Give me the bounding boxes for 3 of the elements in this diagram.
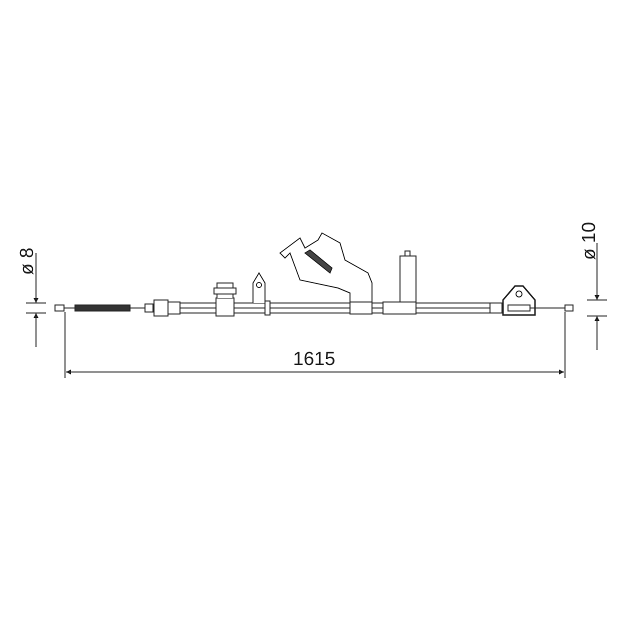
dimension-value: 1615 [293, 350, 336, 369]
dimension-value: ø 8 [18, 248, 37, 275]
dimension-value: ø 10 [580, 222, 599, 260]
